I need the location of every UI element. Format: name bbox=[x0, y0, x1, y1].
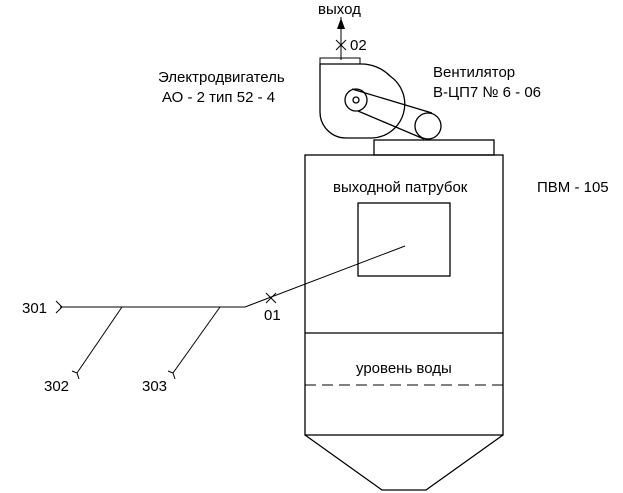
inlet-302-end-icon bbox=[71, 370, 80, 380]
outlet-pipe-label: выходной патрубок bbox=[333, 179, 468, 196]
inlet-302-label: 302 bbox=[44, 378, 69, 395]
fan-title: Вентилятор bbox=[433, 64, 515, 81]
valve-01-label: 01 bbox=[264, 307, 281, 324]
motor-base bbox=[373, 139, 495, 156]
fan-pulley-hub-icon bbox=[352, 96, 360, 104]
inlet-303-label: 303 bbox=[142, 378, 167, 395]
inlet-301-end-icon bbox=[55, 300, 63, 314]
belt-drive bbox=[344, 88, 442, 140]
fan-outlet-flange bbox=[319, 57, 361, 65]
fan-housing bbox=[319, 57, 406, 139]
motor-pulley-icon bbox=[414, 112, 442, 140]
exit-label: выход bbox=[318, 1, 361, 18]
fan-model: В-ЦП7 № 6 - 06 bbox=[433, 84, 541, 101]
branch-302-line bbox=[76, 306, 123, 374]
branch-303-line bbox=[172, 306, 221, 374]
valve-02-cross-b bbox=[335, 39, 347, 51]
unit-name: ПВМ - 105 bbox=[537, 179, 609, 196]
water-level-label: уровень воды bbox=[356, 360, 452, 377]
main-vessel bbox=[304, 154, 504, 491]
fan-pulley-icon bbox=[344, 88, 368, 112]
motor-title: Электродвигатель bbox=[158, 69, 285, 86]
inlet-301-label: 301 bbox=[22, 300, 47, 317]
valve-02-label: 02 bbox=[350, 37, 367, 54]
inlet-piping bbox=[55, 245, 406, 380]
vessel-hopper bbox=[304, 434, 504, 491]
exhaust-arrow-icon bbox=[337, 18, 345, 29]
vessel-body bbox=[304, 154, 504, 436]
valve-01-cross-b bbox=[265, 292, 277, 304]
inlet-303-end-icon bbox=[167, 370, 176, 380]
exhaust-outlet bbox=[335, 17, 347, 60]
belt-bottom bbox=[357, 110, 425, 140]
motor-model: АО - 2 тип 52 - 4 bbox=[162, 89, 275, 106]
belt-top bbox=[351, 88, 433, 114]
outlet-pipe-window bbox=[357, 202, 451, 277]
fan-volute bbox=[319, 63, 406, 139]
